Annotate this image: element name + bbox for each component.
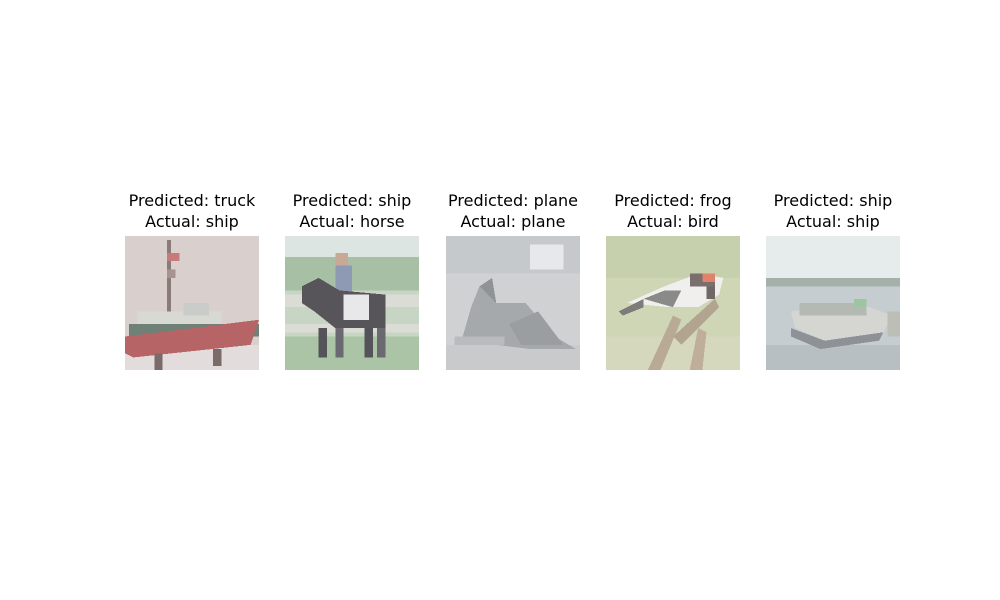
sample-caption: Predicted: ship Actual: ship — [726, 190, 940, 232]
predicted-label: Predicted: frog — [614, 191, 732, 210]
predicted-label: Predicted: truck — [128, 191, 256, 210]
pontoon-boat-image — [766, 236, 900, 370]
actual-label: Actual: bird — [627, 212, 719, 231]
sample-caption: Predicted: plane Actual: plane — [406, 190, 620, 232]
predicted-label: Predicted: plane — [448, 191, 578, 210]
plane-image — [446, 236, 580, 370]
sample-caption: Predicted: ship Actual: horse — [245, 190, 459, 232]
actual-label: Actual: plane — [460, 212, 566, 231]
bird-image — [606, 236, 740, 370]
actual-label: Actual: ship — [145, 212, 239, 231]
sample-caption: Predicted: frog Actual: bird — [566, 190, 780, 232]
actual-label: Actual: horse — [299, 212, 405, 231]
sample-caption: Predicted: truck Actual: ship — [85, 190, 299, 232]
tugboat-image — [125, 236, 259, 370]
horse-image — [285, 236, 419, 370]
predicted-label: Predicted: ship — [292, 191, 412, 210]
actual-label: Actual: ship — [786, 212, 880, 231]
predicted-label: Predicted: ship — [773, 191, 893, 210]
